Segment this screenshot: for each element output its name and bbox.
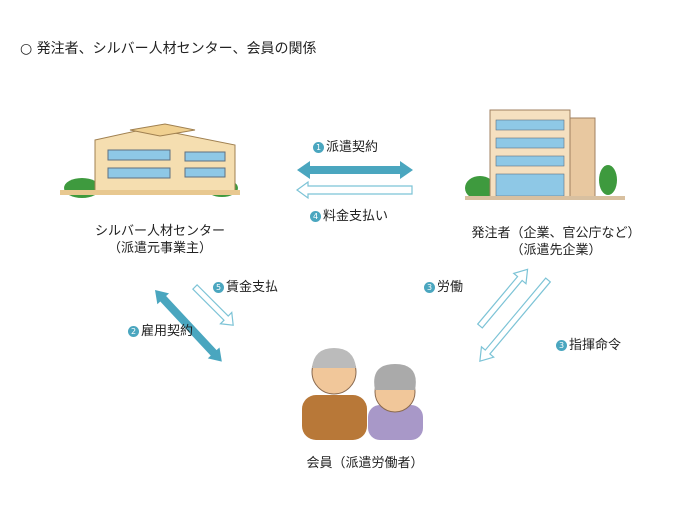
relation-label: 指揮命令 <box>569 338 622 353</box>
wage-payment-arrow <box>192 284 234 326</box>
relation-label: 賃金支払 <box>226 280 279 295</box>
direction-order-arrow <box>479 277 552 363</box>
number-badge: 3 <box>556 340 567 351</box>
dispatch-contract-arrow <box>297 161 413 179</box>
silver-center-role: （派遣元事業主） <box>107 241 213 256</box>
number-badge: 5 <box>213 282 224 293</box>
relation-label: 雇用契約 <box>141 324 194 339</box>
client-name: 発注者（企業、官公庁など） <box>471 226 641 241</box>
number-badge: 3 <box>424 282 435 293</box>
labor-arrow <box>476 268 529 329</box>
relation-label: 料金支払い <box>323 209 389 224</box>
number-badge: 2 <box>128 326 139 337</box>
number-badge: 4 <box>310 211 321 222</box>
number-badge: 1 <box>313 142 324 153</box>
diagram-title: ○ 発注者、シルバー人材センター、会員の関係 <box>20 41 317 57</box>
fee-payment-arrow <box>295 180 413 200</box>
employment-contract-arrow <box>155 290 222 362</box>
relation-label: 労働 <box>437 280 464 295</box>
silver-center-building-icon <box>60 123 240 198</box>
relation-label: 派遣契約 <box>326 140 379 155</box>
members-name: 会員（派遣労働者） <box>306 456 424 471</box>
silver-center-name: シルバー人材センター <box>94 224 226 239</box>
client-role: （派遣先企業） <box>510 243 602 258</box>
client-company-building-icon <box>465 109 625 200</box>
members-illustration-icon <box>302 348 423 440</box>
